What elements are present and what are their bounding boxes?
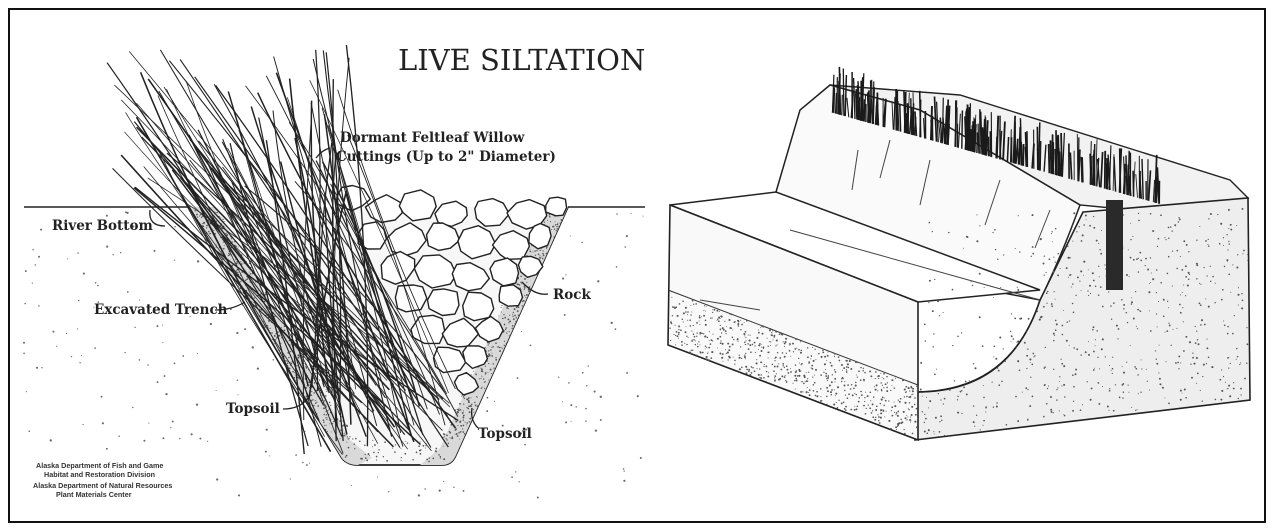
label-cuttings-line1: Dormant Feltleaf Willow	[340, 130, 525, 146]
credit-line-1: Alaska Department of Fish and Game	[36, 461, 163, 470]
leader-cuttings	[316, 148, 330, 158]
diagram-title: LIVE SILTATION	[398, 43, 645, 77]
label-topsoil-left: Topsoil	[226, 401, 280, 417]
label-river-bottom: River Bottom	[52, 218, 153, 234]
live-siltation-diagram: LIVE SILTATION Dormant Feltleaf Willow C…	[23, 43, 645, 499]
credit-line-2: Habitat and Restoration Division	[44, 470, 155, 479]
label-excavated-trench: Excavated Trench	[94, 302, 228, 318]
anchor-stake	[1106, 200, 1123, 290]
label-topsoil-right: Topsoil	[478, 426, 532, 442]
label-cuttings-line2: Cuttings (Up to 2" Diameter)	[336, 149, 556, 165]
label-rock: Rock	[553, 287, 591, 303]
credit-line-4: Plant Materials Center	[56, 490, 132, 499]
streambank-block-diagram	[668, 67, 1250, 440]
credit-line-3: Alaska Department of Natural Resources	[33, 481, 172, 490]
